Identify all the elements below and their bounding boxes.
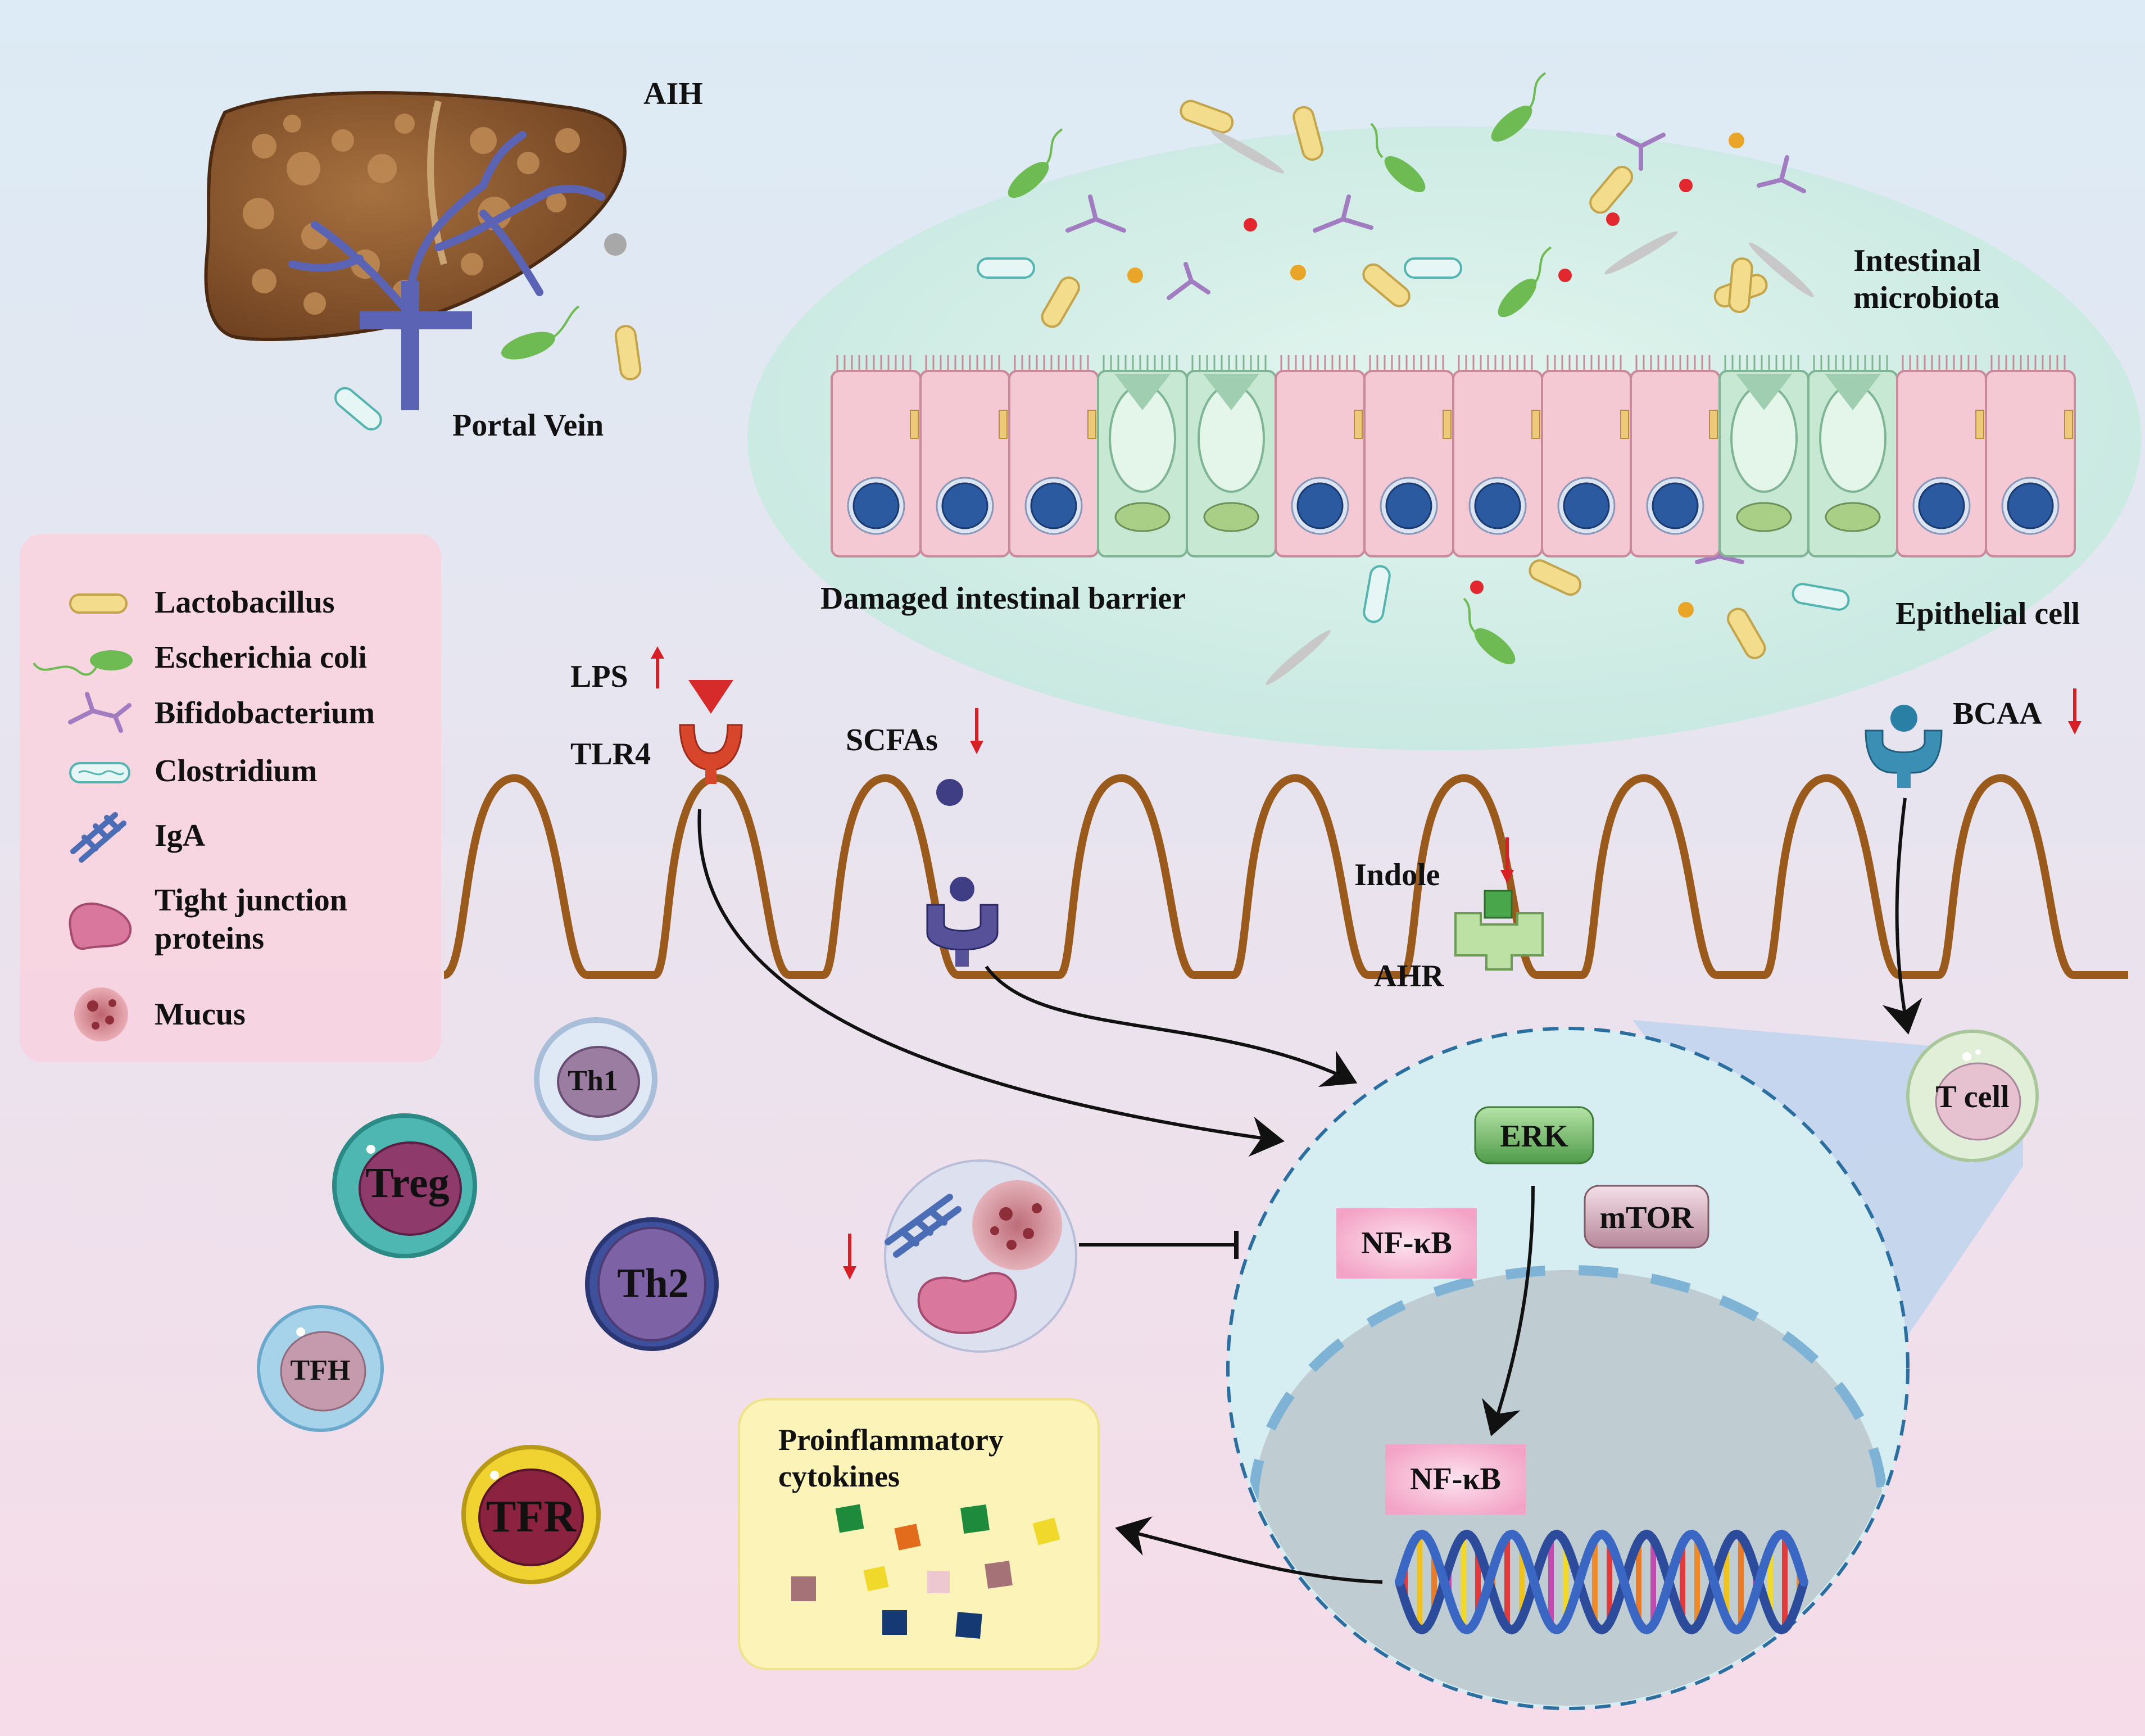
goblet-cell (1186, 355, 1277, 557)
epithelial-cell (1275, 355, 1366, 557)
legend-label-bifidobacterium: Bifidobacterium (155, 696, 375, 731)
nfkb-cytoplasm-label: NF-κB (1361, 1226, 1452, 1261)
tfr-cell (461, 1445, 601, 1584)
erk-label: ERK (1500, 1119, 1568, 1154)
tfh-label: TFH (291, 1354, 351, 1386)
tlr4-signal-arrow (697, 809, 1285, 1157)
epithelial-cell (1452, 355, 1543, 557)
th2-label: Th2 (617, 1261, 689, 1307)
escherichia-coli-icon (33, 650, 133, 676)
legend-label-clostridium: Clostridium (155, 754, 317, 788)
lactobacillus-icon (69, 593, 128, 614)
iga-icon (70, 812, 126, 863)
indole-molecule (1484, 890, 1513, 919)
barrier-components-sphere (884, 1159, 1077, 1353)
scfa-signal-arrow (985, 966, 1358, 1087)
epithelial-cell (1985, 355, 2076, 557)
th2-cell (585, 1217, 719, 1351)
bcaa-receptor (1865, 705, 1943, 788)
tlr4-receptor (679, 724, 743, 784)
lps-up-arrow-icon (651, 646, 664, 688)
epithelial-cell-label: Epithelial cell (1895, 596, 2080, 631)
barrier-components-down-arrow-icon (843, 1234, 856, 1280)
indole-down-arrow-icon (1500, 837, 1514, 883)
nfkb-nucleus-box (1385, 1444, 1526, 1515)
bcaa-label: BCAA (1953, 696, 2042, 731)
legend-label-lactobacillus: Lactobacillus (155, 585, 334, 620)
ahr-receptor (1454, 912, 1544, 971)
dna-double-helix (1395, 1529, 1808, 1635)
aih-label: AIH (643, 76, 703, 111)
th1-label: Th1 (568, 1065, 618, 1097)
scfas-label: SCFAs (846, 723, 938, 758)
damaged-barrier-label: Damaged intestinal barrier (820, 581, 1186, 616)
epithelial-cell-row (831, 355, 2076, 557)
tfh-cell (257, 1305, 384, 1432)
goblet-cell (1807, 355, 1898, 557)
proinflammatory-label-line1: Proinflammatory (778, 1423, 1004, 1457)
t-cell (1906, 1030, 2039, 1162)
cytokine-squares (791, 1504, 1060, 1639)
erk-to-nfkb-arrow (1482, 1185, 1535, 1436)
mtor-label: mTOR (1600, 1200, 1694, 1235)
intestinal-microbiota-label-line1: Intestinal (1853, 243, 1981, 278)
bcaa-down-arrow-icon (2068, 688, 2081, 735)
th1-cell (534, 1017, 657, 1141)
scfa-receptor (926, 877, 999, 967)
t-cell-label: T cell (1935, 1080, 2009, 1114)
epithelial-cell (1896, 355, 1987, 557)
cytokine-box (738, 1398, 1100, 1670)
legend-label-tight-junction-line1: Tight junction (155, 883, 347, 918)
bifidobacterium-icon (68, 692, 131, 733)
legend-label-iga: IgA (155, 818, 206, 853)
nfkb-nucleus-label: NF-κB (1410, 1462, 1501, 1497)
mtor-box (1584, 1185, 1709, 1249)
lps-label: LPS (570, 659, 628, 694)
legend-label-tight-junction-line2: proteins (155, 921, 264, 956)
proinflammatory-label-line2: cytokines (778, 1459, 900, 1493)
tight-junction-protein-icon (69, 903, 132, 950)
epithelial-cell (1363, 355, 1454, 557)
epithelial-cell (831, 355, 922, 557)
dna-to-cytokines-arrow (1115, 1516, 1383, 1584)
legend-label-mucus: Mucus (155, 997, 246, 1032)
liver-illustration (204, 91, 642, 430)
scfa-molecule (936, 779, 963, 806)
epithelial-cell (1541, 355, 1632, 557)
clostridium-icon (69, 762, 130, 783)
tfr-label: TFR (486, 1492, 577, 1542)
intestinal-microbiota-label-line2: microbiota (1853, 280, 1999, 315)
erk-box (1474, 1106, 1594, 1164)
treg-label: Treg (365, 1159, 449, 1207)
ahr-label: AHR (1374, 959, 1444, 994)
microbiota-bacteria (977, 72, 1850, 685)
epithelial-cell (1008, 355, 1099, 557)
portal-vein-label: Portal Vein (452, 408, 604, 443)
goblet-cell (1097, 355, 1188, 557)
goblet-cell (1718, 355, 1810, 557)
nfkb-cytoplasm-box (1336, 1208, 1477, 1279)
indole-label: Indole (1354, 858, 1440, 892)
scfas-down-arrow-icon (970, 708, 983, 754)
tlr4-label: TLR4 (570, 737, 651, 772)
legend: Lactobacillus Escherichia coli Bifidobac… (33, 585, 375, 1041)
legend-label-escherichia-coli: Escherichia coli (155, 640, 367, 675)
lps-ligand (688, 680, 733, 714)
treg-cell (332, 1113, 477, 1258)
epithelial-cell (919, 355, 1010, 557)
epithelial-cell (1630, 355, 1721, 557)
mucus-icon (74, 987, 128, 1041)
bcaa-signal-arrow (1882, 797, 1922, 1035)
